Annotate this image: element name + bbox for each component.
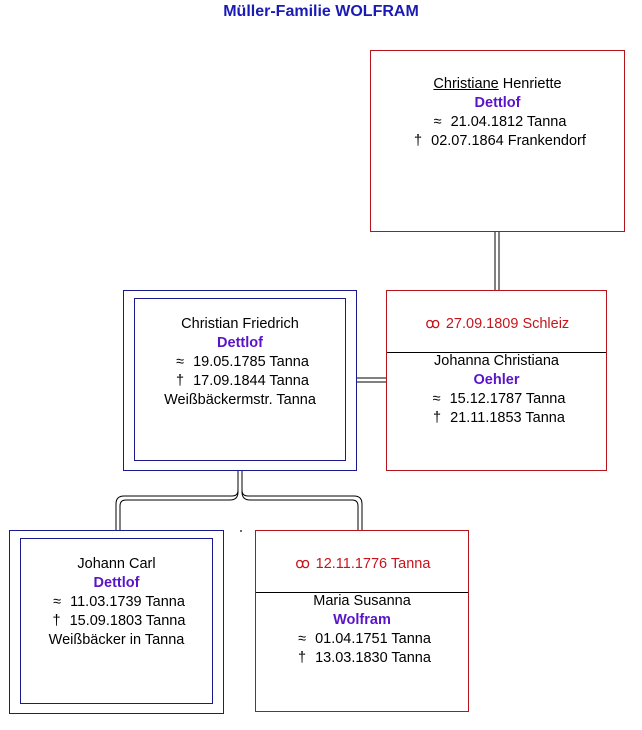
given-names: Christian Friedrich	[181, 316, 299, 332]
person-box-christian[interactable]: Christian Friedrich Dettlof ≈ 19.05.1785…	[123, 290, 357, 471]
birth-line: ≈ 11.03.1739 Tanna	[10, 593, 223, 612]
page-title: Müller-Familie WOLFRAM	[223, 3, 419, 20]
death-line: † 21.11.1853 Tanna	[387, 409, 606, 428]
person-box-johann[interactable]: Johann Carl Dettlof ≈ 11.03.1739 Tanna †…	[9, 530, 224, 714]
death-line: † 13.03.1830 Tanna	[256, 649, 468, 668]
birth-line: ≈ 19.05.1785 Tanna	[124, 353, 356, 372]
occupation: Weißbäckermstr. Tanna	[164, 392, 316, 408]
surname: Dettlof	[474, 95, 521, 111]
death-line: † 15.09.1803 Tanna	[10, 612, 223, 631]
given-names: Johann Carl	[77, 556, 156, 572]
birth-line: ≈ 15.12.1787 Tanna	[387, 390, 606, 409]
cross-icon: †	[433, 410, 442, 426]
birth-line: ≈ 01.04.1751 Tanna	[256, 630, 468, 649]
marriage-rings-icon: ꝏ	[425, 316, 441, 332]
surname: Wolfram	[333, 612, 391, 628]
birth-line: ≈ 21.04.1812 Tanna	[371, 113, 624, 132]
divider	[387, 352, 606, 353]
birth-icon: ≈	[176, 354, 185, 370]
inner-frame	[134, 298, 346, 461]
inner-frame	[20, 538, 213, 704]
death-line: † 17.09.1844 Tanna	[124, 372, 356, 391]
given-names: Maria Susanna	[313, 593, 411, 609]
cross-icon: †	[298, 650, 307, 666]
birth-icon: ≈	[53, 594, 62, 610]
surname: Oehler	[473, 372, 520, 388]
death-line: † 02.07.1864 Frankendorf	[371, 132, 624, 151]
marriage-line: ꝏ 27.09.1809 Schleiz	[425, 316, 570, 332]
birth-icon: ≈	[298, 631, 307, 647]
person-box-christiane[interactable]: Christiane Henriette Dettlof ≈ 21.04.181…	[370, 50, 625, 232]
marriage-line: ꝏ 12.11.1776 Tanna	[295, 556, 431, 572]
person-box-johanna[interactable]: ꝏ 27.09.1809 Schleiz Johanna Christiana …	[386, 290, 607, 471]
birth-icon: ≈	[433, 114, 442, 130]
surname: Dettlof	[217, 335, 263, 351]
cross-icon: †	[176, 373, 185, 389]
cross-icon: †	[52, 613, 61, 629]
person-box-maria[interactable]: ꝏ 12.11.1776 Tanna Maria Susanna Wolfram…	[255, 530, 469, 712]
cross-icon: †	[414, 133, 423, 149]
divider	[256, 592, 468, 593]
birth-icon: ≈	[432, 391, 441, 407]
occupation: Weißbäcker in Tanna	[48, 632, 185, 648]
given-names: Christiane Henriette	[433, 76, 562, 92]
marriage-rings-icon: ꝏ	[295, 556, 310, 572]
given-names: Johanna Christiana	[434, 353, 559, 369]
surname: Dettlof	[93, 575, 140, 591]
